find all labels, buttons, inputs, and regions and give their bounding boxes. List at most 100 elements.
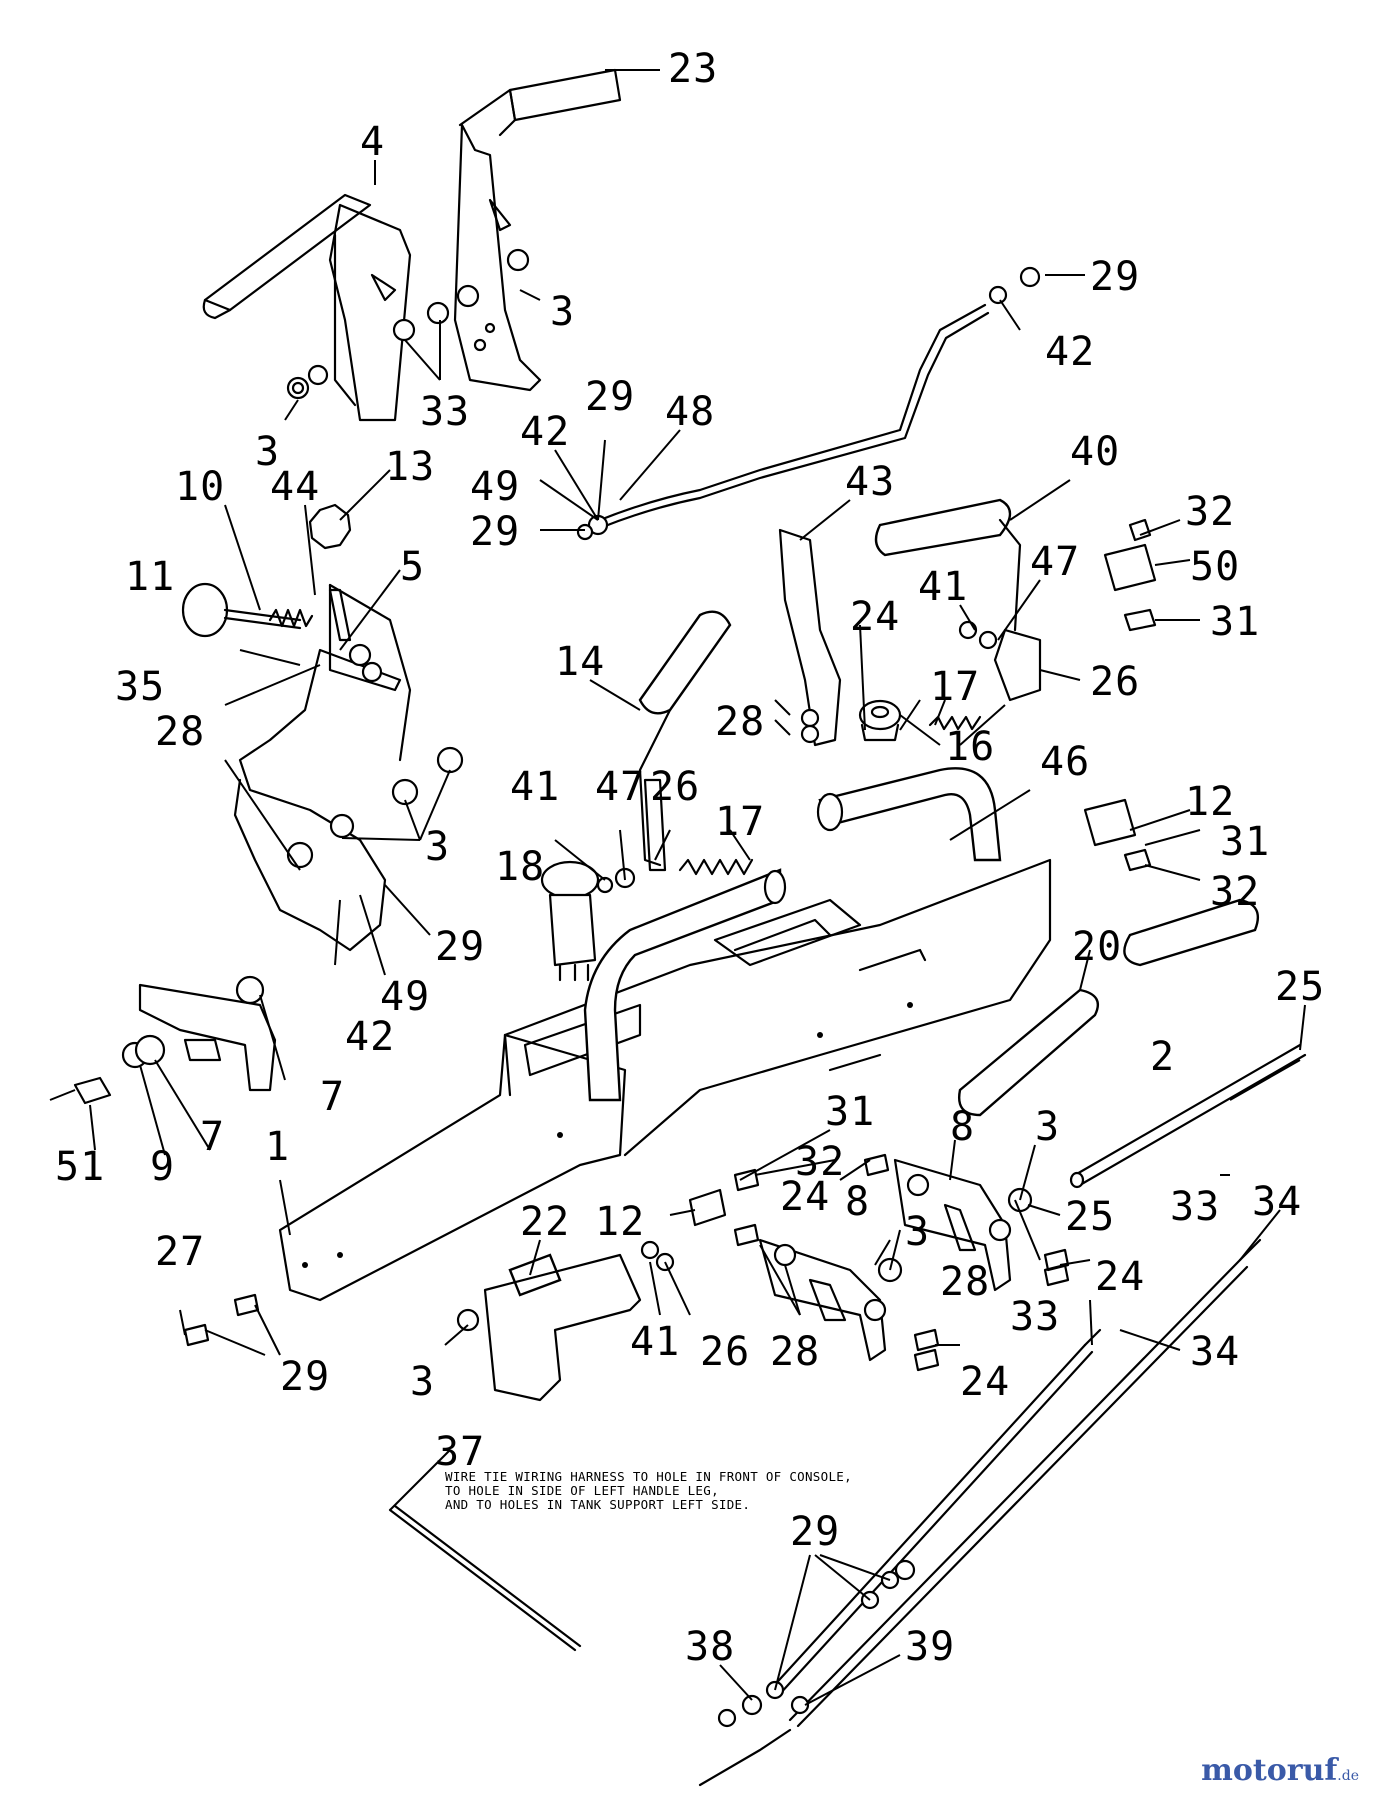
- callout-label: 48: [665, 389, 715, 435]
- callout-label: 12: [1185, 779, 1235, 825]
- grip-20: [958, 898, 1260, 1117]
- callout-label: 42: [520, 409, 570, 455]
- callout-label: 47: [1030, 539, 1080, 585]
- bracket-8-upper: [893, 1158, 1033, 1292]
- callout-label: 8: [950, 1104, 975, 1150]
- callout-label: 12: [595, 1199, 645, 1245]
- callout-label: 29: [435, 924, 485, 970]
- callout-label: 49: [380, 974, 430, 1020]
- lever-40: [874, 498, 1042, 702]
- callout-label: 24: [850, 594, 900, 640]
- switch-18: [540, 860, 600, 982]
- callout-label: 23: [668, 46, 718, 92]
- callout-label: 37: [435, 1429, 485, 1475]
- callout-label: 49: [470, 464, 520, 510]
- callout-label: 47: [595, 764, 645, 810]
- callout-label: 20: [1072, 924, 1122, 970]
- callout-label: 3: [420, 389, 445, 435]
- rod-2: [1069, 1043, 1307, 1189]
- callout-label: 29: [470, 509, 520, 555]
- callout-label: 41: [630, 1319, 680, 1365]
- key-switch-16: [858, 699, 902, 742]
- callout-label: 31: [1210, 599, 1260, 645]
- callout-label: 3: [905, 1209, 930, 1255]
- bolts-24: [733, 1153, 1070, 1372]
- spring-17b: [928, 715, 982, 731]
- callout-label: 35: [115, 664, 165, 710]
- callout-label: 31: [1220, 819, 1270, 865]
- callout-label: 10: [175, 464, 225, 510]
- callout-label: 33: [1170, 1184, 1220, 1230]
- bracket-7: [73, 975, 277, 1105]
- callout-label: 29: [585, 374, 635, 420]
- callout-label: 43: [845, 459, 895, 505]
- callout-label: 40: [1070, 429, 1120, 475]
- handle-46: [583, 767, 1002, 1102]
- callout-label: 26: [1090, 659, 1140, 705]
- note-line: AND TO HOLES IN TANK SUPPORT LEFT SIDE.: [445, 1497, 751, 1512]
- callout-label: 50: [1190, 544, 1240, 590]
- callout-label: 29: [1090, 254, 1140, 300]
- callout-label: 29: [790, 1509, 840, 1555]
- lever-23: [453, 68, 622, 392]
- callout-label: 3: [410, 1359, 435, 1405]
- callout-label: 5: [400, 544, 425, 590]
- callout-label: 32: [795, 1139, 845, 1185]
- rods-33: [698, 1238, 1262, 1787]
- pin-44: [328, 588, 352, 642]
- callout-label: 28: [155, 709, 205, 755]
- switch-50: [1103, 518, 1157, 632]
- callout-label: 38: [685, 1624, 735, 1670]
- note-line: WIRE TIE WIRING HARNESS TO HOLE IN FRONT…: [445, 1469, 852, 1484]
- bracket-5: [233, 583, 464, 952]
- spring-17: [678, 858, 754, 876]
- callout-label: 27: [155, 1229, 205, 1275]
- bracket-8-lower: [758, 1238, 903, 1362]
- callout-label: 9: [150, 1144, 175, 1190]
- callout-label: 25: [1275, 964, 1325, 1010]
- callout-label: 41: [510, 764, 560, 810]
- callout-label: 4: [360, 119, 385, 165]
- callout-label: 7: [320, 1074, 345, 1120]
- callout-label: 17: [930, 664, 980, 710]
- callout-label: 46: [1040, 739, 1090, 785]
- callout-label: 28: [940, 1259, 990, 1305]
- leader-lines: [49, 69, 1306, 1706]
- callout-label: 26: [700, 1329, 750, 1375]
- callout-label: 42: [1045, 329, 1095, 375]
- callout-label: 28: [715, 699, 765, 745]
- callout-label: 3: [255, 429, 280, 475]
- watermark-name: motoruf: [1201, 1753, 1338, 1788]
- callout-label: 32: [1210, 869, 1260, 915]
- callout-label: 42: [345, 1014, 395, 1060]
- callout-label: 1: [265, 1124, 290, 1170]
- callout-label: 44: [270, 464, 320, 510]
- callout-label: 13: [385, 444, 435, 490]
- octagon-13: [308, 503, 352, 550]
- callout-label: 28: [770, 1329, 820, 1375]
- callout-label: 11: [125, 554, 175, 600]
- callout-label: 25: [1065, 1194, 1115, 1240]
- note-line: TO HOLE IN SIDE OF LEFT HANDLE LEG,: [445, 1483, 719, 1498]
- callout-label: 3: [550, 289, 575, 335]
- callout-label: 7: [200, 1114, 225, 1160]
- callout-label: 3: [445, 389, 470, 435]
- callout-label: 26: [650, 764, 700, 810]
- callout-label: 51: [55, 1144, 105, 1190]
- callout-label: 22: [520, 1199, 570, 1245]
- watermark-logo: motoruf.de: [1201, 1753, 1359, 1788]
- callout-label: 17: [715, 799, 765, 845]
- callout-label: 3: [1035, 1104, 1060, 1150]
- callout-label: 18: [495, 844, 545, 890]
- callout-label: 3: [425, 824, 450, 870]
- callout-label: 24: [960, 1359, 1010, 1405]
- callout-labels: 23 4 3 29 42 3 3 3 29 48 42 49 29 10 44 …: [55, 46, 1325, 1670]
- wire-tie-37: [388, 1504, 582, 1652]
- callout-label: 32: [1185, 489, 1235, 535]
- callout-label: 41: [918, 564, 968, 610]
- knob-11: [181, 582, 302, 638]
- callout-label: 2: [1150, 1034, 1175, 1080]
- callout-label: 14: [555, 639, 605, 685]
- callout-label: 16: [945, 724, 995, 770]
